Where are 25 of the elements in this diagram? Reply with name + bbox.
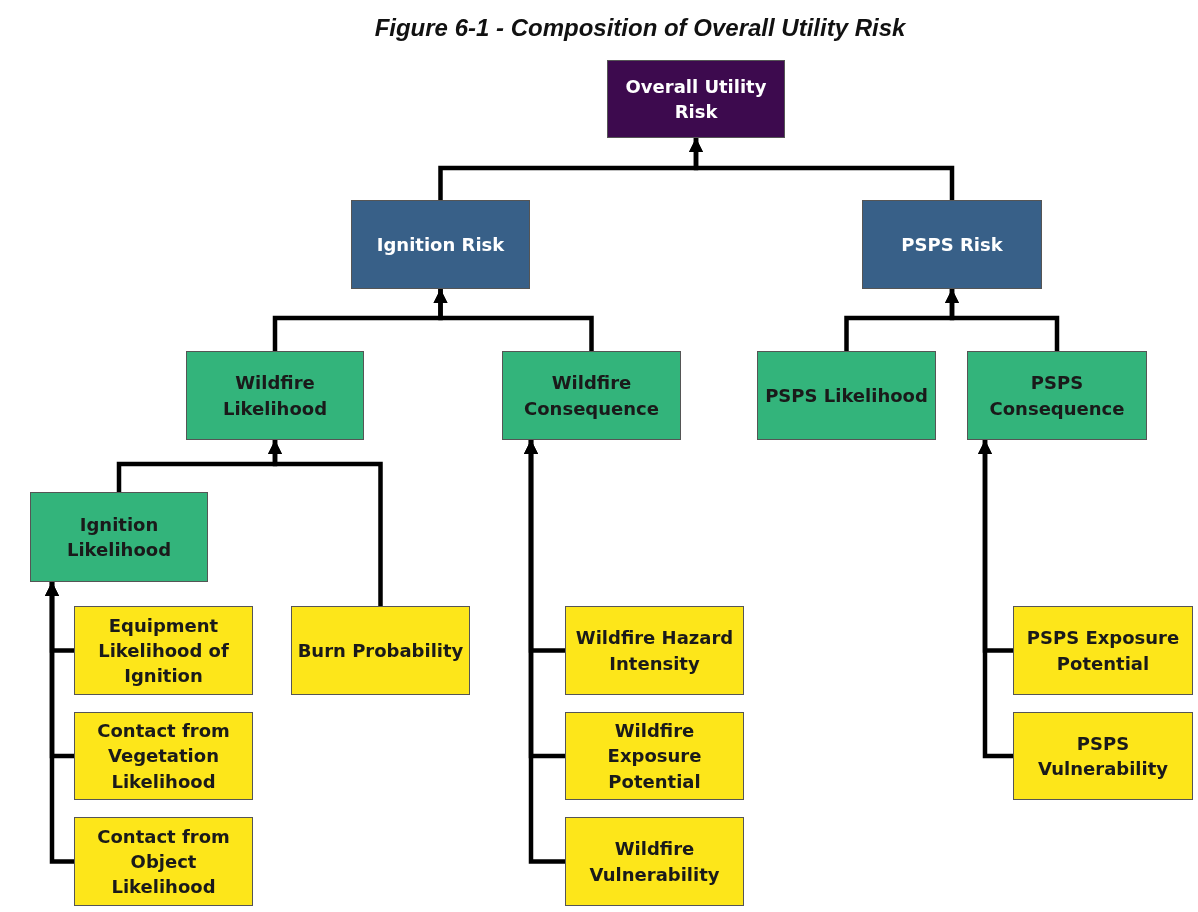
node-box: Wildfire Exposure Potential — [565, 712, 744, 800]
node-box: PSPS Vulnerability — [1013, 712, 1193, 800]
connector-arrow — [433, 289, 594, 351]
connector-arrow — [44, 582, 74, 864]
node-box: PSPS Exposure Potential — [1013, 606, 1193, 695]
node-box: Contact from Object Likelihood — [74, 817, 253, 906]
node-box: Wildfire Likelihood — [186, 351, 364, 440]
connector-arrow — [688, 138, 955, 200]
connector-arrow — [944, 289, 1060, 351]
node-box: Equipment Likelihood of Ignition — [74, 606, 253, 695]
node-box: Wildfire Vulnerability — [565, 817, 744, 906]
node-box: Contact from Vegetation Likelihood — [74, 712, 253, 800]
node-box: Wildfire Consequence — [502, 351, 681, 440]
connector-arrow — [267, 440, 383, 606]
node-box: PSPS Consequence — [967, 351, 1147, 440]
node-box: PSPS Likelihood — [757, 351, 936, 440]
connector-arrow — [523, 440, 565, 864]
node-box: Ignition Risk — [351, 200, 530, 289]
connector-arrow — [977, 440, 1013, 759]
node-box: Ignition Likelihood — [30, 492, 208, 582]
node-box: Burn Probability — [291, 606, 470, 695]
node-box: Overall Utility Risk — [607, 60, 785, 138]
figure-title: Figure 6-1 - Composition of Overall Utility Risk — [373, 14, 907, 42]
node-box: PSPS Risk — [862, 200, 1042, 289]
node-box: Wildfire Hazard Intensity — [565, 606, 744, 695]
